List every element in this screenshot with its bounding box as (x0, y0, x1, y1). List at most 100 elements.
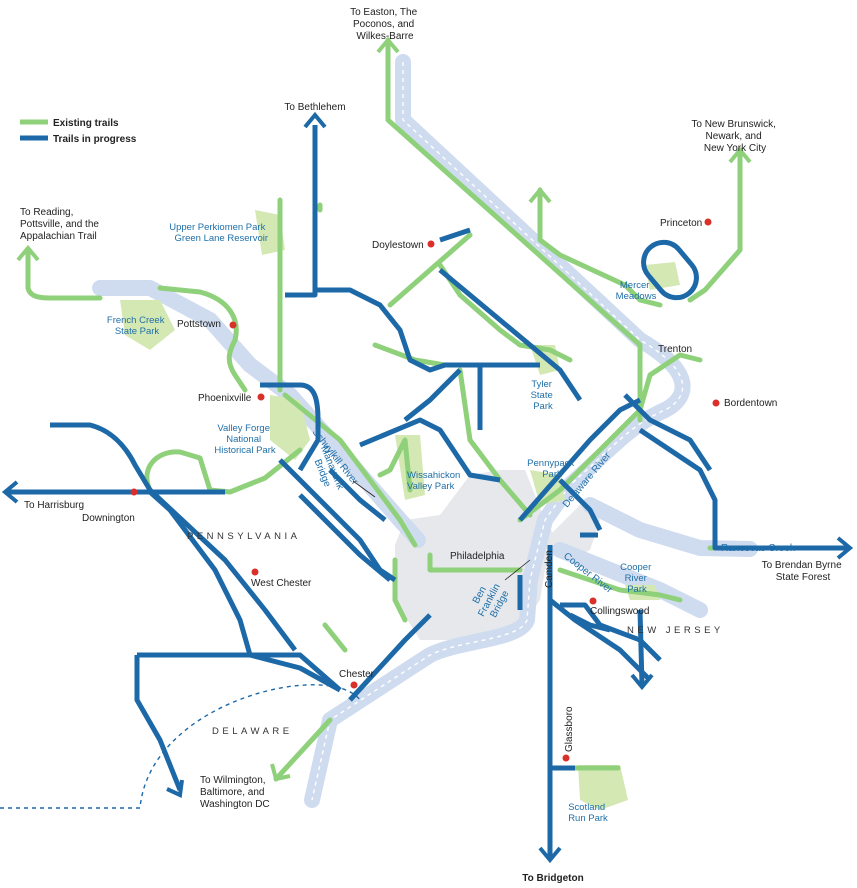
town-dot (229, 321, 237, 329)
trail-green (25, 247, 103, 301)
park-cooper-river: Cooper River Park (620, 562, 654, 595)
legend-existing-label: Existing trails (53, 118, 119, 129)
trail-blue (518, 397, 642, 522)
town-glassboro: Glassboro (564, 706, 575, 752)
town-trenton: Trenton (658, 344, 692, 355)
arrowheads (1, 36, 854, 864)
town-dot (130, 488, 138, 496)
town-dot (257, 393, 265, 401)
trail-blue (298, 493, 392, 582)
arrow-southeast-icon (166, 779, 184, 798)
delaware-state-boundary (0, 684, 361, 809)
trail-green (517, 352, 703, 523)
destination-labels: To Easton, The Poconos, and Wilkes-Barre… (20, 7, 845, 884)
destination-new-brunswick: To New Brunswick, Newark, and New York C… (691, 119, 778, 154)
arrow-south-icon (538, 846, 562, 864)
park-wissahickon: Wissahickon Valley Park (407, 470, 463, 492)
town-dot (251, 568, 259, 576)
town-camden: Camden (544, 550, 555, 588)
legend-progress-label: Trails in progress (53, 134, 137, 145)
town-downington: Downington (82, 513, 135, 524)
town-dot (350, 681, 358, 689)
town-princeton: Princeton (660, 218, 702, 229)
rivers (92, 54, 758, 808)
trail-blue (285, 125, 318, 298)
manayunk-bridge-pointer (352, 480, 376, 498)
arrow-north-icon (528, 186, 552, 204)
scotland-run-park-area (578, 765, 628, 810)
town-philadelphia: Philadelphia (450, 551, 505, 562)
town-dot (712, 399, 720, 407)
trail-green (282, 392, 418, 548)
trail-green (377, 437, 413, 493)
town-labels: Doylestown Princeton Pottstown Trenton P… (82, 218, 777, 752)
trail-blue (134, 655, 183, 791)
state-new-jersey: NEW JERSEY (627, 625, 724, 636)
arrow-west-icon (1, 480, 19, 504)
trail-green (537, 187, 663, 308)
destination-harrisburg: To Harrisburg (24, 500, 84, 511)
town-dots (130, 218, 720, 762)
trail-green (437, 262, 573, 363)
state-delaware: DELAWARE (212, 726, 293, 737)
destination-brendan-byrne: To Brendan Byrne State Forest (762, 560, 845, 583)
town-dot (589, 597, 597, 605)
trail-blue (403, 368, 462, 422)
trail-blue (439, 227, 471, 243)
arrow-south-icon (630, 673, 654, 691)
trail-green (687, 147, 743, 303)
arrow-north-icon (376, 36, 400, 54)
trail-green (322, 622, 348, 653)
trail-blue (637, 609, 645, 686)
town-dot (562, 754, 570, 762)
arrow-north-icon (728, 146, 752, 164)
trail-blue (328, 468, 387, 522)
trail-green (387, 232, 473, 308)
trail-green (457, 367, 533, 518)
arrow-north-icon (303, 111, 327, 129)
rancocas-creek-label: Rancocas Creek (721, 543, 796, 554)
park-pennypack: Pennypack Park (527, 458, 577, 480)
destination-bethlehem: To Bethlehem (284, 102, 345, 113)
ben-franklin-pointer (504, 559, 531, 581)
trail-green (392, 557, 408, 623)
park-french-creek: French Creek State Park (107, 315, 167, 337)
town-bordentown: Bordentown (724, 398, 777, 409)
destination-reading: To Reading, Pottsville, and the Appalach… (20, 207, 102, 242)
delaware-river (304, 54, 691, 808)
town-dot (704, 218, 712, 226)
arrow-east-icon (836, 536, 854, 560)
town-collingswood: Collingswood (590, 606, 649, 617)
town-pottstown: Pottstown (177, 319, 221, 330)
trail-blue (438, 268, 583, 402)
trail-green (157, 285, 248, 393)
trail-blue (137, 652, 342, 692)
town-west-chester: West Chester (251, 578, 312, 589)
mercer-meadows-loop (641, 239, 699, 301)
trail-blue (148, 490, 342, 693)
park-mercer-meadows: Mercer Meadows (616, 280, 657, 302)
park-tyler: Tyler State Park (531, 379, 556, 412)
town-doylestown: Doylestown (372, 240, 424, 251)
destination-wilmington: To Wilmington, Baltimore, and Washington… (200, 775, 270, 810)
trail-blue (558, 478, 603, 532)
arrow-north-icon (16, 244, 40, 262)
park-labels: Upper Perkiomen Park Green Lane Reservoi… (107, 222, 657, 824)
trail-blue (623, 393, 713, 472)
state-pennsylvania: PENNSYLVANIA (187, 531, 300, 542)
state-labels: PENNSYLVANIA NEW JERSEY DELAWARE (187, 531, 724, 737)
trail-blue (568, 612, 611, 633)
trails-in-progress (5, 125, 848, 860)
park-valley-forge: Valley Forge National Historical Park (214, 423, 275, 456)
trail-blue (348, 613, 432, 702)
park-scotland-run: Scotland Run Park (568, 802, 608, 824)
trail-green (385, 37, 643, 423)
destination-bridgeton: To Bridgeton (522, 873, 583, 884)
trail-blue (359, 417, 501, 483)
trail-blue (260, 382, 321, 472)
trail-green (427, 552, 523, 573)
french-creek-park-area (120, 300, 175, 350)
trail-blue (315, 287, 540, 373)
destination-easton: To Easton, The Poconos, and Wilkes-Barre (350, 7, 420, 42)
